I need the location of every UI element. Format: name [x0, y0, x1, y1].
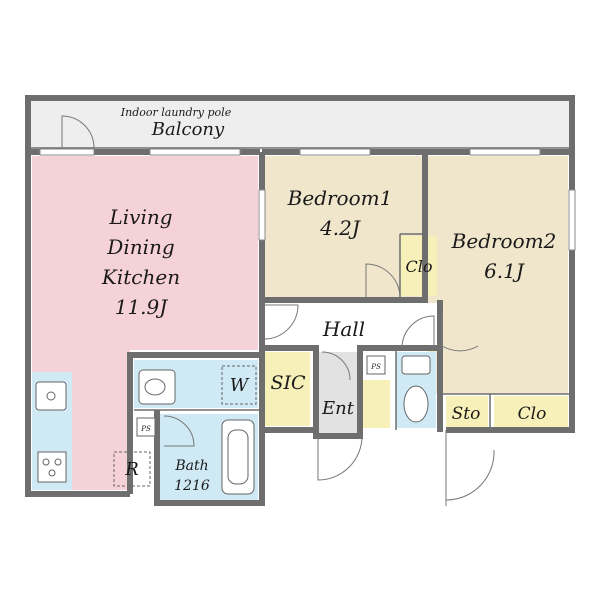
window-ldk-1	[39, 148, 95, 156]
bedroom2-door-swing	[441, 310, 479, 352]
balcony-area	[28, 98, 572, 148]
entrance-area	[318, 352, 358, 434]
stove-icon	[37, 451, 67, 483]
refrigerator-label: R	[124, 459, 139, 480]
closet1-label: Clo	[406, 257, 433, 276]
bedroom2-size: 6.1J	[484, 259, 525, 283]
bedroom1-area	[264, 156, 422, 298]
washer-label: W	[230, 375, 250, 396]
window-bedroom2-east	[568, 189, 576, 251]
sic-label: SIC	[270, 372, 306, 394]
bedroom2-label: Bedroom2	[451, 229, 557, 253]
closet2-area	[494, 396, 568, 428]
bath-wall	[154, 300, 265, 506]
window-bedroom1-west	[258, 189, 266, 241]
terrace-door-swing	[445, 449, 495, 501]
storage-label: Sto	[452, 404, 481, 424]
west-wall	[25, 95, 130, 497]
balcony-note: Indoor laundry pole	[120, 106, 232, 119]
sic-area	[264, 352, 310, 426]
ps-box-2	[366, 355, 386, 375]
ldk-label-line2: Dining	[106, 235, 174, 259]
bedroom1-label: Bedroom1	[287, 186, 393, 210]
refrigerator-space	[113, 451, 151, 487]
ldk-size: 11.9J	[115, 295, 169, 319]
exterior-wall	[28, 95, 575, 433]
burner-3-icon	[48, 469, 56, 477]
window-ldk-2	[149, 148, 241, 156]
burner-2-icon	[54, 458, 62, 466]
storage-area	[446, 396, 488, 428]
ps-label-2: PS	[370, 363, 381, 371]
south-wall	[127, 352, 260, 494]
ldk-door-swing	[263, 304, 299, 340]
hall-door-swing	[321, 351, 351, 381]
bedroom1-door-swing	[365, 263, 401, 299]
bath-label: Bath	[174, 458, 208, 474]
balcony-door-swing	[61, 115, 95, 149]
window-bedroom2	[469, 148, 541, 156]
closet1-area	[400, 236, 437, 296]
entrance-label: Ent	[321, 398, 355, 419]
toilet-tank-icon	[401, 355, 431, 375]
window-bedroom1	[299, 148, 371, 156]
bathtub-icon	[221, 419, 255, 495]
balcony-label: Balcony	[151, 119, 225, 140]
bedroom2-area	[428, 156, 568, 394]
burner-1-icon	[42, 458, 50, 466]
bathtub-inner-icon	[227, 429, 249, 485]
kitchen-sink-icon	[35, 381, 67, 411]
ldk-area	[32, 156, 258, 490]
bedroom1-size: 4.2J	[319, 216, 361, 240]
entrance-door-swing	[317, 435, 363, 481]
basin-bowl-icon	[144, 378, 166, 396]
toilet-door-swing	[401, 315, 435, 349]
shoe-cabinet-area	[362, 380, 390, 428]
bath-door-swing	[163, 415, 195, 447]
sink-drain-icon	[46, 391, 56, 401]
ps-label-1: PS	[140, 425, 151, 433]
wash-basin-icon	[138, 369, 176, 405]
hall-label: Hall	[322, 317, 365, 341]
ldk-label-line3: Kitchen	[101, 265, 180, 289]
toilet-bowl-icon	[403, 385, 429, 423]
ldk-label-line1: Living	[108, 205, 172, 229]
washer-space	[221, 365, 257, 405]
closet2-label: Clo	[518, 404, 547, 424]
bath-size: 1216	[174, 478, 210, 494]
ps-box-1	[136, 417, 156, 437]
